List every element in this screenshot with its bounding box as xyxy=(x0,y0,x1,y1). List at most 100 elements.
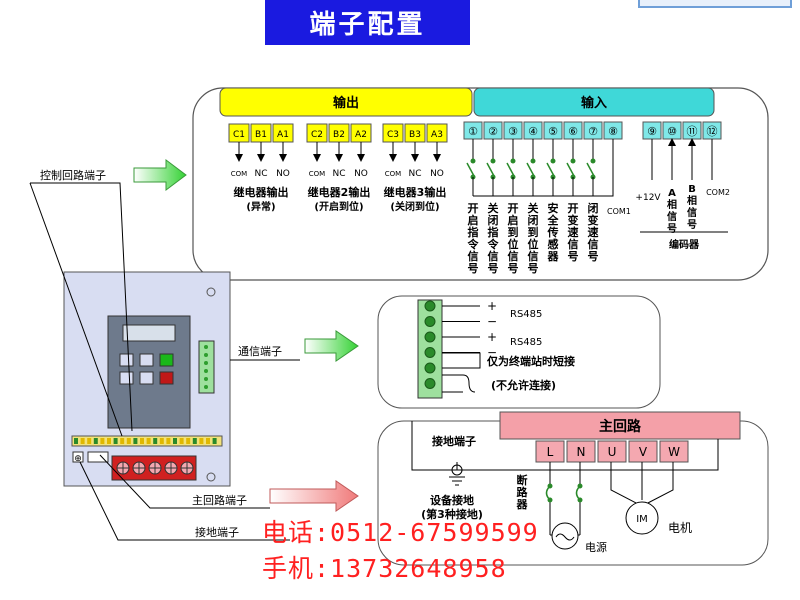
device-ground-label: 设备接地 xyxy=(430,493,474,507)
svg-text:信: 信 xyxy=(508,249,519,263)
ground-symbol xyxy=(449,464,465,486)
run-key xyxy=(159,353,174,367)
motor-label: 电机 xyxy=(668,521,692,535)
relay-contact-label: COM xyxy=(385,170,401,178)
svg-text:B: B xyxy=(688,184,696,195)
relay-group-label: 继电器2输出 xyxy=(308,185,371,199)
relay-group-label: 继电器输出 xyxy=(234,185,289,199)
main-circuit-terminal xyxy=(566,440,596,463)
encoder-label: +12V xyxy=(635,193,661,203)
encoder-terminal-label: ⑨ xyxy=(647,125,657,138)
control-terminal-pin xyxy=(159,438,164,444)
main-circuit-terminal-label: N xyxy=(577,445,586,459)
control-terminal-pin xyxy=(146,438,151,444)
svg-text:号: 号 xyxy=(568,250,579,263)
svg-text:速: 速 xyxy=(588,225,599,239)
input-terminal-label: ② xyxy=(488,125,498,138)
output-header xyxy=(219,87,473,117)
display-window xyxy=(122,324,176,342)
svg-text:令: 令 xyxy=(487,237,500,251)
relay-contact-label: NC xyxy=(332,169,345,179)
svg-text:闭: 闭 xyxy=(588,201,599,215)
relay-terminal-label: A1 xyxy=(277,130,289,140)
control-terminal-pin xyxy=(107,438,111,444)
svg-text:安: 安 xyxy=(548,201,559,215)
mobile-number: 手机:13732648958 xyxy=(262,554,507,583)
relay-contact-label: NC xyxy=(254,169,267,179)
breaker-label: 断路器 xyxy=(516,473,529,511)
control-terminal-pin xyxy=(206,438,210,444)
svg-text:路: 路 xyxy=(517,485,529,499)
svg-text:断: 断 xyxy=(517,473,528,487)
main-circuit-terminal-label: W xyxy=(668,445,680,459)
page-title: 端子配置 xyxy=(265,0,470,45)
svg-text:信: 信 xyxy=(488,249,499,263)
svg-text:到: 到 xyxy=(508,225,519,239)
relay-contact-label: NO xyxy=(276,169,290,179)
svg-text:信: 信 xyxy=(568,237,579,251)
control-panel xyxy=(192,87,769,281)
ground-terminal-callout: 接地端子 xyxy=(195,526,239,539)
device-ground-sub: (第3种接地) xyxy=(421,507,483,521)
control-terminal-pin xyxy=(153,438,158,444)
control-terminal-pin xyxy=(166,438,171,444)
main-circuit-terminal-label: V xyxy=(639,445,648,459)
breaker-label-text: 断路器 xyxy=(516,473,529,511)
control-terminal-pin xyxy=(140,438,144,444)
relay-terminal-label: C2 xyxy=(311,130,323,140)
input-terminal-label: ⑧ xyxy=(608,125,618,138)
svg-text:号: 号 xyxy=(528,262,539,275)
comm-terminal-screw xyxy=(424,316,436,327)
svg-text:指: 指 xyxy=(488,225,499,239)
main-terminal-callout: 主回路端子 xyxy=(192,494,247,507)
svg-text:器: 器 xyxy=(547,250,560,263)
comm-terminal-screw xyxy=(424,362,436,374)
main-circuit-terminal xyxy=(628,440,658,463)
relay-contact-label: COM xyxy=(309,170,325,178)
input-terminal-label: ③ xyxy=(508,125,518,138)
svg-text:全: 全 xyxy=(547,213,560,227)
relay-contact-label: COM xyxy=(231,170,247,178)
main-circuit-terminal xyxy=(597,440,627,463)
svg-text:号: 号 xyxy=(687,219,697,231)
input-terminal-label: ⑦ xyxy=(588,125,598,138)
relay-group-label: 继电器3输出 xyxy=(384,185,447,199)
control-terminal-pin xyxy=(173,438,177,444)
svg-text:关: 关 xyxy=(488,201,499,215)
encoder-title: 编码器 xyxy=(669,238,700,251)
encoder-label: COM2 xyxy=(706,188,730,197)
svg-text:传: 传 xyxy=(547,225,559,239)
svg-text:关: 关 xyxy=(528,201,539,215)
input-terminal-label: ① xyxy=(468,125,478,138)
relay-contact-label: NC xyxy=(408,169,421,179)
comm-terminal-screw xyxy=(424,331,436,343)
comm-sign: − xyxy=(487,315,497,329)
main-circuit-header xyxy=(499,411,741,440)
svg-text:到: 到 xyxy=(528,225,539,239)
com1-label: COM1 xyxy=(607,207,631,216)
motor-symbol-label: IM xyxy=(636,514,648,525)
relay-terminal-label: B1 xyxy=(255,130,267,140)
svg-text:相: 相 xyxy=(667,198,677,211)
svg-text:号: 号 xyxy=(588,250,599,263)
relay-contact-label: NO xyxy=(430,169,444,179)
comm-panel xyxy=(377,295,661,409)
input-header-label: 输入 xyxy=(581,95,607,111)
input-header xyxy=(473,87,715,117)
relay-terminal-label: A3 xyxy=(431,130,443,140)
control-terminal-pin xyxy=(212,438,217,444)
svg-text:A: A xyxy=(668,188,676,199)
stop-key xyxy=(159,371,174,385)
input-terminal-label: ⑥ xyxy=(568,125,578,138)
svg-text:闭: 闭 xyxy=(488,213,499,227)
encoder-terminal-label: ⑪ xyxy=(687,125,698,138)
svg-text:启: 启 xyxy=(508,213,519,227)
svg-text:器: 器 xyxy=(516,498,529,511)
svg-text:变: 变 xyxy=(568,213,579,227)
